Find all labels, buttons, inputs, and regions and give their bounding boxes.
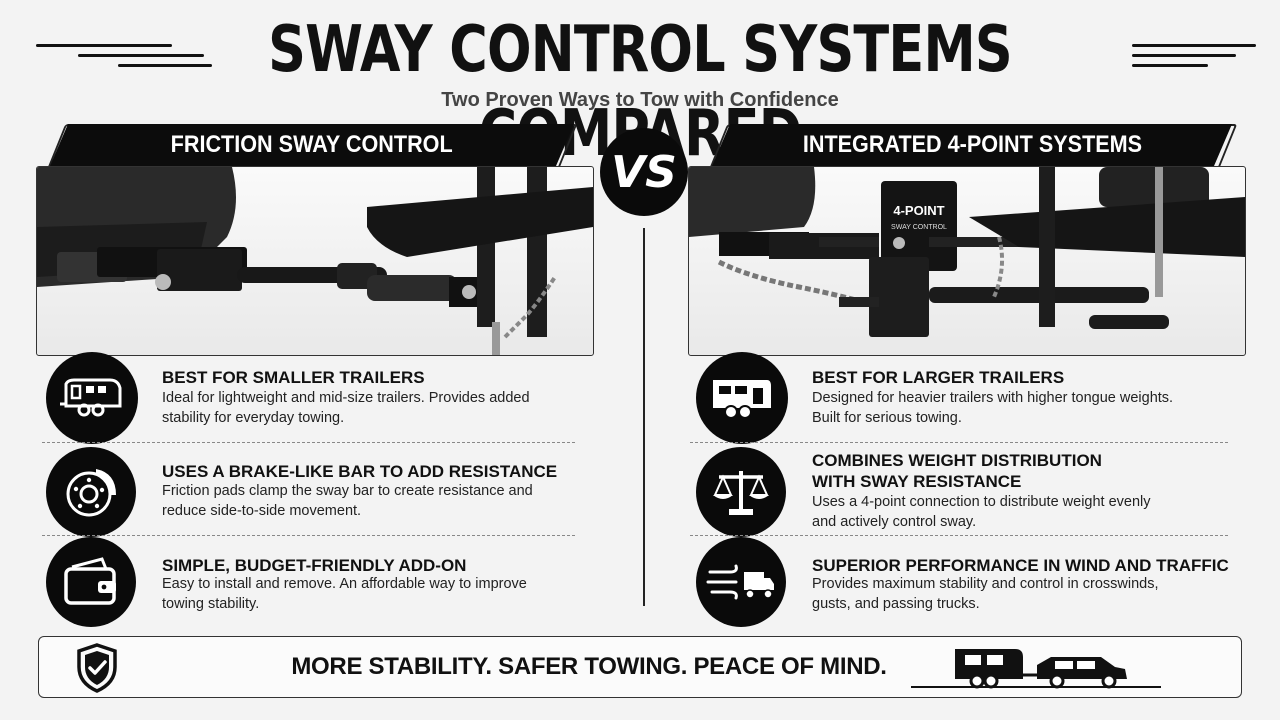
left-feature-1: BEST FOR SMALLER TRAILERS Ideal for ligh…	[46, 352, 606, 444]
left-banner: FRICTION SWAY CONTROL	[50, 124, 574, 166]
left-feature-2-description: Friction pads clamp the sway bar to crea…	[162, 483, 533, 519]
wind-truck-icon	[696, 537, 786, 627]
left-feature-3-heading: SIMPLE, BUDGET-FRIENDLY ADD-ON	[162, 556, 467, 575]
four-point-hitch-photo: 4-POINT SWAY CONTROL	[688, 166, 1246, 356]
left-feature-1-heading: BEST FOR SMALLER TRAILERS	[162, 368, 425, 387]
left-feature-3: SIMPLE, BUDGET-FRIENDLY ADD-ON Easy to i…	[46, 537, 606, 627]
four-point-box-sublabel: SWAY CONTROL	[891, 224, 947, 231]
left-separator-2	[42, 535, 575, 536]
right-banner: INTEGRATED 4-POINT SYSTEMS	[712, 124, 1232, 166]
left-feature-2: USES A BRAKE-LIKE BAR TO ADD RESISTANCE …	[46, 445, 606, 537]
left-feature-2-heading: USES A BRAKE-LIKE BAR TO ADD RESISTANCE	[162, 462, 558, 481]
right-separator-1	[690, 442, 1228, 443]
brake-disc-icon	[46, 447, 136, 537]
left-separator-1	[42, 442, 575, 443]
large-trailer-icon	[696, 352, 788, 444]
left-feature-1-description: Ideal for lightweight and mid-size trail…	[162, 390, 530, 426]
right-feature-2: COMBINES WEIGHT DISTRIBUTION WITH SWAY R…	[696, 445, 1256, 537]
friction-hitch-illustration	[37, 167, 593, 355]
right-feature-1: BEST FOR LARGER TRAILERS Designed for he…	[696, 352, 1256, 444]
right-separator-2	[690, 535, 1228, 536]
wallet-icon	[46, 537, 136, 627]
suv-towing-trailer-icon	[911, 643, 1161, 691]
right-banner-label: INTEGRATED 4-POINT SYSTEMS	[802, 131, 1142, 158]
left-feature-3-description: Easy to install and remove. An affordabl…	[162, 576, 527, 612]
shield-check-icon	[75, 643, 119, 693]
right-feature-2-description: Uses a 4-point connection to distribute …	[812, 494, 1151, 530]
balance-scale-icon	[696, 447, 786, 537]
right-feature-2-heading: COMBINES WEIGHT DISTRIBUTION WITH SWAY R…	[812, 451, 1102, 491]
right-feature-3: SUPERIOR PERFORMANCE IN WIND AND TRAFFIC…	[696, 537, 1256, 627]
right-feature-3-description: Provides maximum stability and control i…	[812, 576, 1159, 612]
right-feature-1-heading: BEST FOR LARGER TRAILERS	[812, 368, 1065, 387]
vs-label: VS	[611, 146, 677, 198]
footer-tagline: MORE STABILITY. SAFER TOWING. PEACE OF M…	[291, 653, 887, 680]
four-point-box-label: 4-POINT	[893, 203, 944, 218]
center-divider	[643, 228, 645, 606]
right-feature-1-description: Designed for heavier trailers with highe…	[812, 390, 1174, 426]
left-banner-label: FRICTION SWAY CONTROL	[170, 131, 454, 158]
travel-trailer-icon	[46, 352, 138, 444]
four-point-hitch-illustration: 4-POINT SWAY CONTROL	[689, 167, 1245, 337]
friction-hitch-photo	[36, 166, 594, 356]
footer-banner: MORE STABILITY. SAFER TOWING. PEACE OF M…	[38, 636, 1242, 698]
vs-badge: VS	[600, 128, 688, 216]
right-feature-3-heading: SUPERIOR PERFORMANCE IN WIND AND TRAFFIC	[812, 556, 1229, 575]
page-subtitle: Two Proven Ways to Tow with Confidence	[441, 89, 839, 111]
